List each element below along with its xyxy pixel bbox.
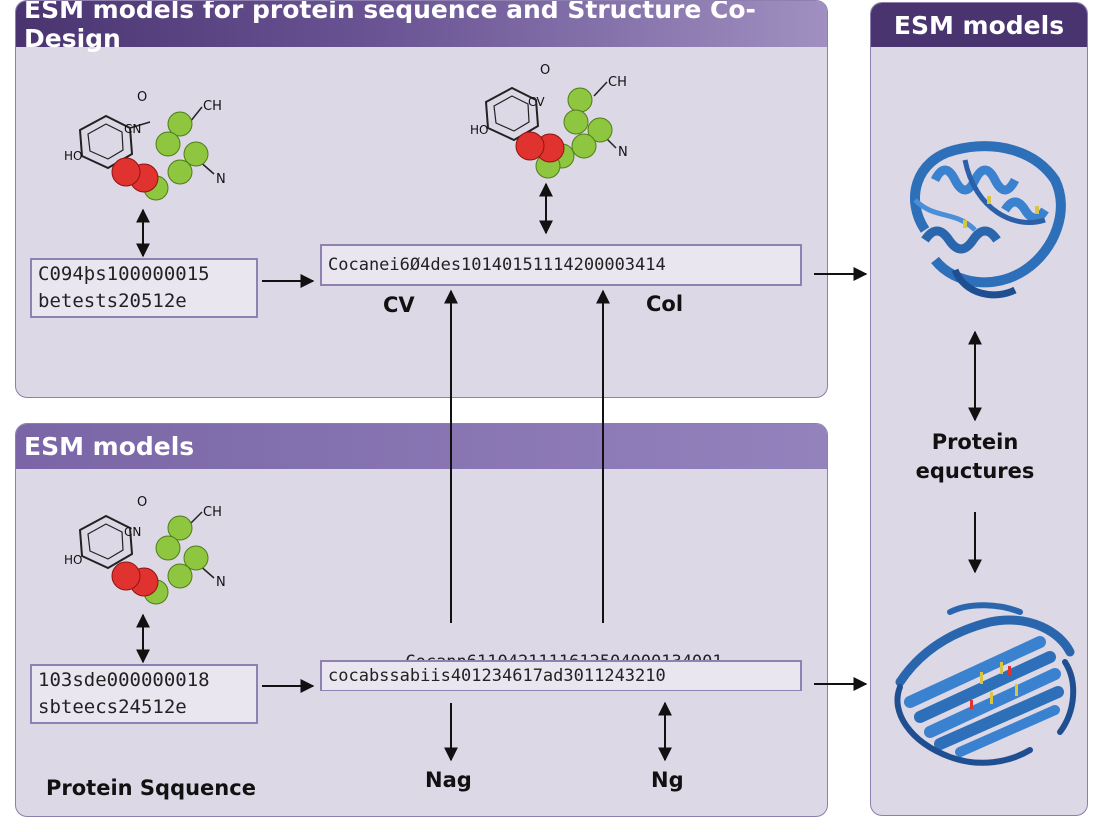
atom-label-o: O (137, 90, 147, 105)
sequence-line: 103sde000000018 (38, 667, 256, 694)
sequence-line: betests20512e (38, 288, 256, 315)
atom-label-ho: HO (64, 149, 82, 163)
sequence-box-bottom-left: 103sde000000018 sbteecs24512e (30, 664, 258, 724)
atom-label-n: N (216, 575, 226, 590)
sequence-line: cocabssabiis401234617ad3011243210 (328, 666, 800, 686)
sequence-box-bottom-center-inner: cocabssabiis401234617ad3011243210 (320, 660, 802, 690)
sequence-line: sbteecs24512e (38, 694, 256, 721)
sequence-box-top-left: C094þs100000015 betests20512e (30, 258, 258, 318)
atom-label-o: O (540, 63, 550, 78)
label-nag: Nag (425, 768, 472, 792)
label-col: Col (646, 292, 683, 316)
sequence-line: Cocanei6Ø4des101401511142000034​14 (328, 255, 800, 275)
atom-label-o: O (137, 495, 147, 510)
atom-label-ho: HO (64, 553, 82, 567)
protein-beta-sheet-structure-icon (880, 592, 1080, 772)
sequence-box-top-center: Cocanei6Ø4des101401511142000034​14 (320, 244, 802, 286)
atom-label-cn: CN (124, 525, 141, 539)
molecule-icon-top-center: O CH CV HO N (466, 60, 646, 185)
molecule-icon-top-left: O CH CN HO N (60, 82, 240, 212)
label-cv: CV (383, 293, 415, 317)
atom-label-ch: CH (203, 505, 222, 520)
atom-label-n: N (618, 145, 628, 160)
molecule-icon-bottom-left: O CH CN HO N (60, 488, 240, 613)
atom-label-ho: HO (470, 123, 488, 137)
sequence-line: C094þs100000015 (38, 261, 256, 288)
protein-helix-structure-icon (895, 120, 1075, 320)
label-protein-structures: Protein equctures (900, 428, 1050, 486)
atom-label-n: N (216, 172, 226, 187)
atom-label-ch: CH (203, 99, 222, 114)
atom-label-cv: CV (528, 95, 545, 109)
atom-label-cn: CN (124, 122, 141, 136)
label-protein-sequence: Protein Sqquence (46, 776, 256, 800)
atom-label-ch: CH (608, 75, 627, 90)
label-ng: Ng (651, 768, 684, 792)
